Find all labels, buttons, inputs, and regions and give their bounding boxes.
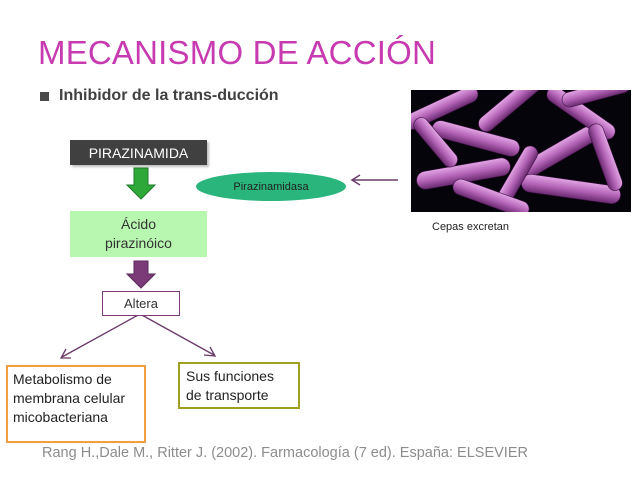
mycobacteria-micrograph-icon xyxy=(411,90,631,212)
bullet-item: Inhibidor de la trans-ducción xyxy=(40,87,279,105)
bullet-text: Inhibidor de la trans-ducción xyxy=(59,87,279,104)
effect-box: Altera xyxy=(102,291,180,316)
square-bullet-icon xyxy=(40,91,49,101)
product-box: Ácido pirazinóico xyxy=(70,211,207,257)
target-right-line: de transporte xyxy=(186,387,269,403)
photo-caption: Cepas excretan xyxy=(432,221,510,233)
photo-to-enzyme-arrow xyxy=(350,174,398,186)
target-left-line: micobacteriana xyxy=(13,409,108,425)
enzyme-ellipse: Pirazinamidasa xyxy=(196,172,346,201)
altera-to-right-arrow xyxy=(139,313,217,357)
product-line-1: Ácido xyxy=(120,216,157,232)
target-left-line: membrana celular xyxy=(13,390,126,406)
drug-box: PIRAZINAMIDA xyxy=(70,140,207,165)
altera-to-left-arrow xyxy=(59,313,141,359)
green-down-arrow xyxy=(125,167,157,200)
target-left-box: Metabolismo de membrana celular micobact… xyxy=(6,365,146,443)
product-line-2: pirazinóico xyxy=(105,235,172,251)
target-left-line: Metabolismo de xyxy=(13,371,112,387)
citation: Rang H.,Dale M., Ritter J. (2002). Farma… xyxy=(42,445,528,461)
slide-title: MECANISMO DE ACCIÓN xyxy=(38,34,437,71)
purple-down-arrow xyxy=(125,260,157,289)
target-right-line: Sus funciones xyxy=(186,368,274,384)
target-right-box: Sus funciones de transporte xyxy=(178,362,300,409)
